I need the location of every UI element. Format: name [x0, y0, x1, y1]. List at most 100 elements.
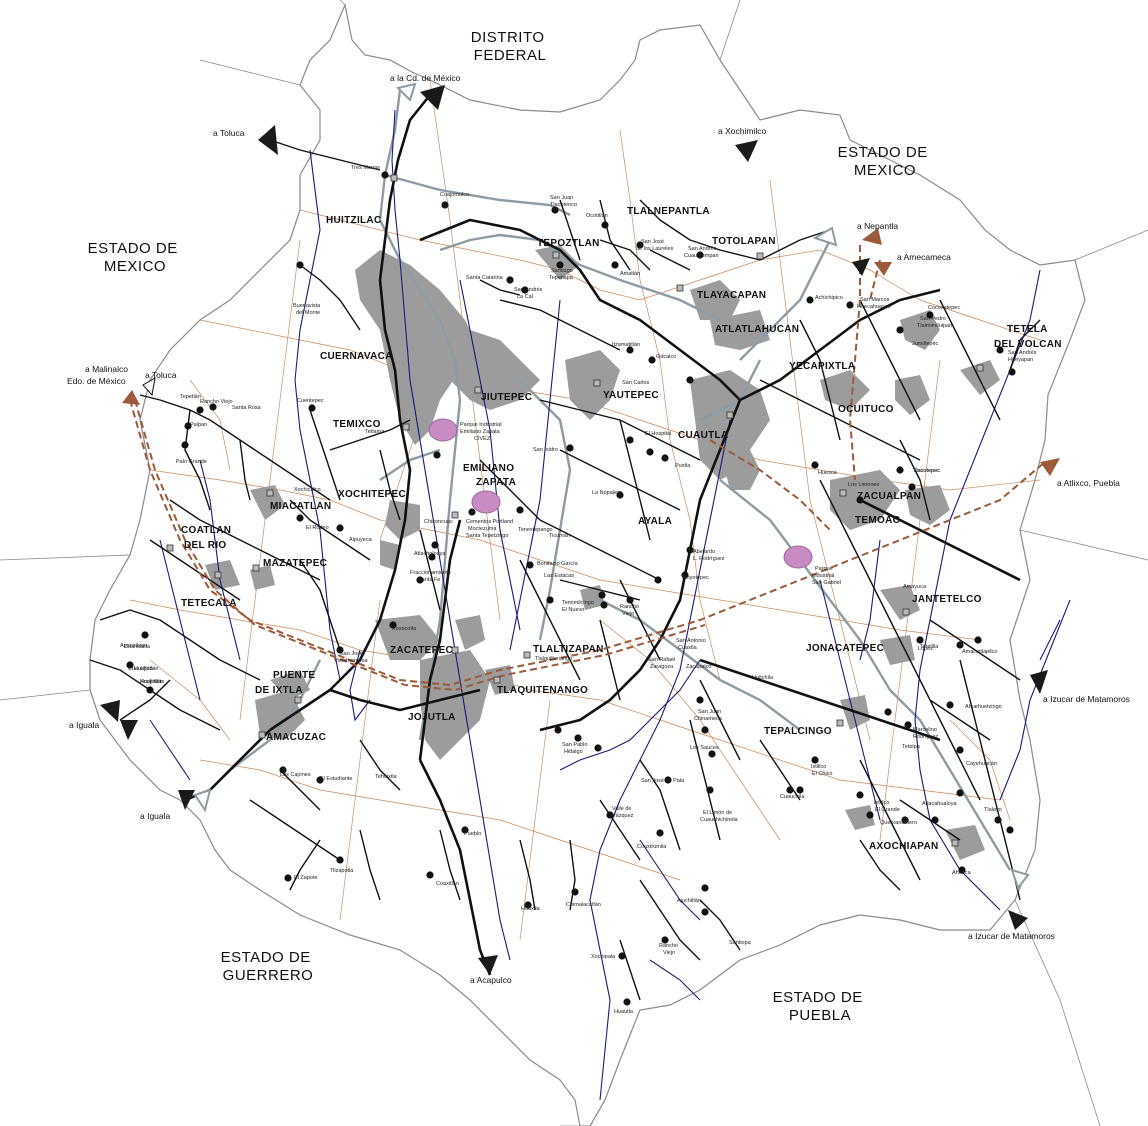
locality-dot	[623, 998, 631, 1006]
locality-label: Fraccionamiento	[410, 570, 451, 576]
locality-dot	[284, 874, 292, 882]
muni-jantetelco: JANTETELCO	[912, 594, 982, 605]
direction-arrows	[100, 82, 1060, 975]
locality-dot	[524, 901, 532, 909]
locality-dot	[931, 816, 939, 824]
label-to-izucar2: a Izucar de Matamoros	[968, 931, 1055, 941]
locality-label: Tlalayo	[984, 807, 1002, 813]
locality-label: Viejo	[622, 611, 634, 617]
label-to-iguala2: a Iguala	[140, 811, 171, 821]
locality-label: Hueyapan	[1008, 357, 1033, 363]
locality-label: Huesca	[818, 470, 838, 476]
locality-dot	[696, 251, 704, 259]
locality-label: San José	[641, 239, 664, 245]
locality-label: San Pedro	[920, 316, 946, 322]
locality-dot	[811, 756, 819, 764]
locality-label: del Monte	[296, 310, 320, 316]
muni-emiliano-zapata: EMILIANO ZAPATA	[463, 463, 517, 488]
town-marker	[726, 411, 734, 419]
locality-dot	[546, 596, 554, 604]
muni-jiutepec: JIUTEPEC	[481, 392, 532, 403]
locality-label: San Pablo	[562, 742, 587, 748]
primary-roads	[184, 94, 1021, 976]
locality-label: Achichipico	[815, 295, 843, 301]
arrow-to-atlixco	[1040, 458, 1060, 476]
locality-label: López	[918, 646, 933, 652]
locality-label: San Andrés	[1008, 350, 1037, 356]
locality-dot	[551, 206, 559, 214]
locality-label: Tlalquiltenango	[535, 656, 572, 662]
arrow-to-toluca	[258, 125, 278, 155]
locality-dot	[926, 311, 934, 319]
locality-dot	[956, 641, 964, 649]
label-to-iguala1: a Iguala	[69, 720, 100, 730]
arrow-to-iguala2-hollow	[193, 788, 212, 813]
state-label-df: DISTRITO FEDERAL	[471, 29, 549, 64]
muni-xochitepec: XOCHITEPEC	[338, 489, 406, 500]
locality-dot	[196, 406, 204, 414]
locality-label: San Juan	[698, 709, 721, 715]
locality-label: Moctezuma	[468, 526, 497, 532]
locality-dot	[811, 461, 819, 469]
locality-label: Atlacahualoya	[922, 801, 957, 807]
locality-dot	[574, 734, 582, 742]
locality-dot	[626, 436, 634, 444]
locality-label: Amatlán	[620, 271, 640, 277]
locality-dot	[571, 888, 579, 896]
locality-dot	[126, 661, 134, 669]
locality-dot	[389, 621, 397, 629]
locality-label: Amacuitlapilco	[962, 649, 997, 655]
locality-dot	[946, 701, 954, 709]
arrow-to-amecameca-brown	[874, 262, 892, 276]
locality-dot	[686, 546, 694, 554]
locality-dot	[416, 576, 424, 584]
direction-labels: a la Cd. de México a Toluca a Xochimilco…	[67, 73, 1130, 985]
industrial-marker	[428, 418, 458, 442]
locality-dot	[916, 636, 924, 644]
locality-dot	[661, 454, 669, 462]
locality-dot	[209, 403, 217, 411]
town-marker	[951, 839, 959, 847]
locality-dot	[468, 508, 476, 516]
state-labels: DISTRITO FEDERAL ESTADO DE MEXICO ESTADO…	[88, 29, 928, 1024]
label-to-nepantla: a Nepantla	[857, 221, 898, 231]
locality-label: Cuentepec	[297, 398, 324, 404]
locality-label: Los Sauces	[690, 745, 719, 751]
muni-tlalnepantla: TLALNEPANTLA	[627, 206, 710, 217]
muni-yautepec: YAUTEPEC	[603, 390, 659, 401]
arrow-to-cdmx-hollow	[396, 82, 417, 102]
locality-label: Tlacotepec	[913, 468, 940, 474]
locality-label: Rancho	[620, 604, 639, 610]
locality-label: Santiopa	[729, 940, 752, 946]
locality-label: El Grande	[875, 807, 900, 813]
muni-tetecala: TETECALA	[181, 598, 237, 609]
town-marker	[676, 284, 684, 292]
locality-dot	[616, 491, 624, 499]
town-marker	[390, 174, 398, 182]
locality-label: Xoxocotla	[392, 626, 417, 632]
muni-coatlan: COATLAN DEL RIO	[181, 525, 234, 551]
locality-label: Cuaxtla	[678, 645, 698, 651]
locality-label: Buenavista	[293, 303, 321, 309]
muni-jojutla: JOJUTLA	[408, 712, 456, 723]
town-marker	[166, 544, 174, 552]
industrial-markers	[428, 418, 813, 569]
locality-label: Quebrantadero	[880, 820, 917, 826]
locality-label: Valle de	[612, 806, 631, 812]
muni-totolapan: TOTOLAPAN	[712, 236, 776, 247]
locality-dot	[461, 826, 469, 834]
arrow-to-izucar2	[1008, 910, 1028, 930]
locality-label: Parque Industrial	[460, 422, 502, 428]
locality-dot	[708, 750, 716, 758]
locality-label: El Zapote	[294, 875, 318, 881]
locality-label: Bonifacio García	[537, 561, 579, 567]
locality-label: Palpan	[190, 422, 207, 428]
label-to-toluca: a Toluca	[213, 128, 245, 138]
locality-label: Xochipala	[591, 954, 616, 960]
locality-label: El Estudiante	[320, 776, 352, 782]
locality-dot	[336, 856, 344, 864]
locality-dot	[626, 596, 634, 604]
locality-dot	[696, 696, 704, 704]
locality-dot	[701, 726, 709, 734]
locality-label: San Andrés	[514, 287, 543, 293]
